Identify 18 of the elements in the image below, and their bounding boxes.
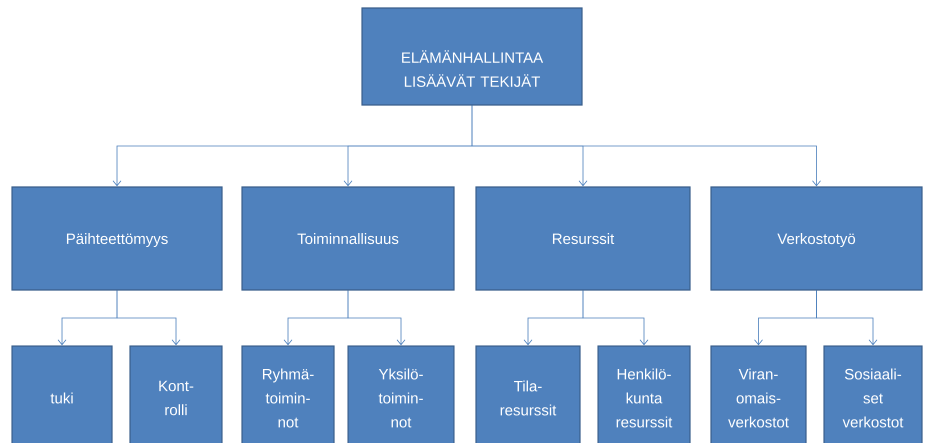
subcategory-box: Kont- rolli [129, 345, 223, 443]
subcategory-box: Henkilö- kunta resurssit [597, 345, 691, 443]
arrow [582, 290, 648, 346]
category-box: Päihteettömyys [11, 186, 223, 291]
subcategory-box: Sosiaali- set verkostot [823, 345, 923, 443]
category-box: Verkostotyö [710, 186, 923, 291]
arrow [348, 290, 406, 346]
subcategory-box: Yksilö- toimin- not [347, 345, 455, 443]
subcategory-box: Ryhmä- toimin- not [241, 345, 335, 443]
category-box: Resurssit [475, 186, 691, 291]
arrow [472, 105, 821, 186]
subcategory-box: Viran- omais- verkostot [710, 345, 807, 443]
subcategory-box: Tila- resurssit [475, 345, 581, 443]
arrow [816, 290, 878, 346]
heading-box: ELÄMÄNHALLINTAA LISÄÄVÄT TEKIJÄT [361, 7, 583, 106]
arrow [116, 290, 180, 346]
category-box: Toiminnallisuus [241, 186, 455, 291]
subcategory-box: tuki [11, 345, 113, 443]
